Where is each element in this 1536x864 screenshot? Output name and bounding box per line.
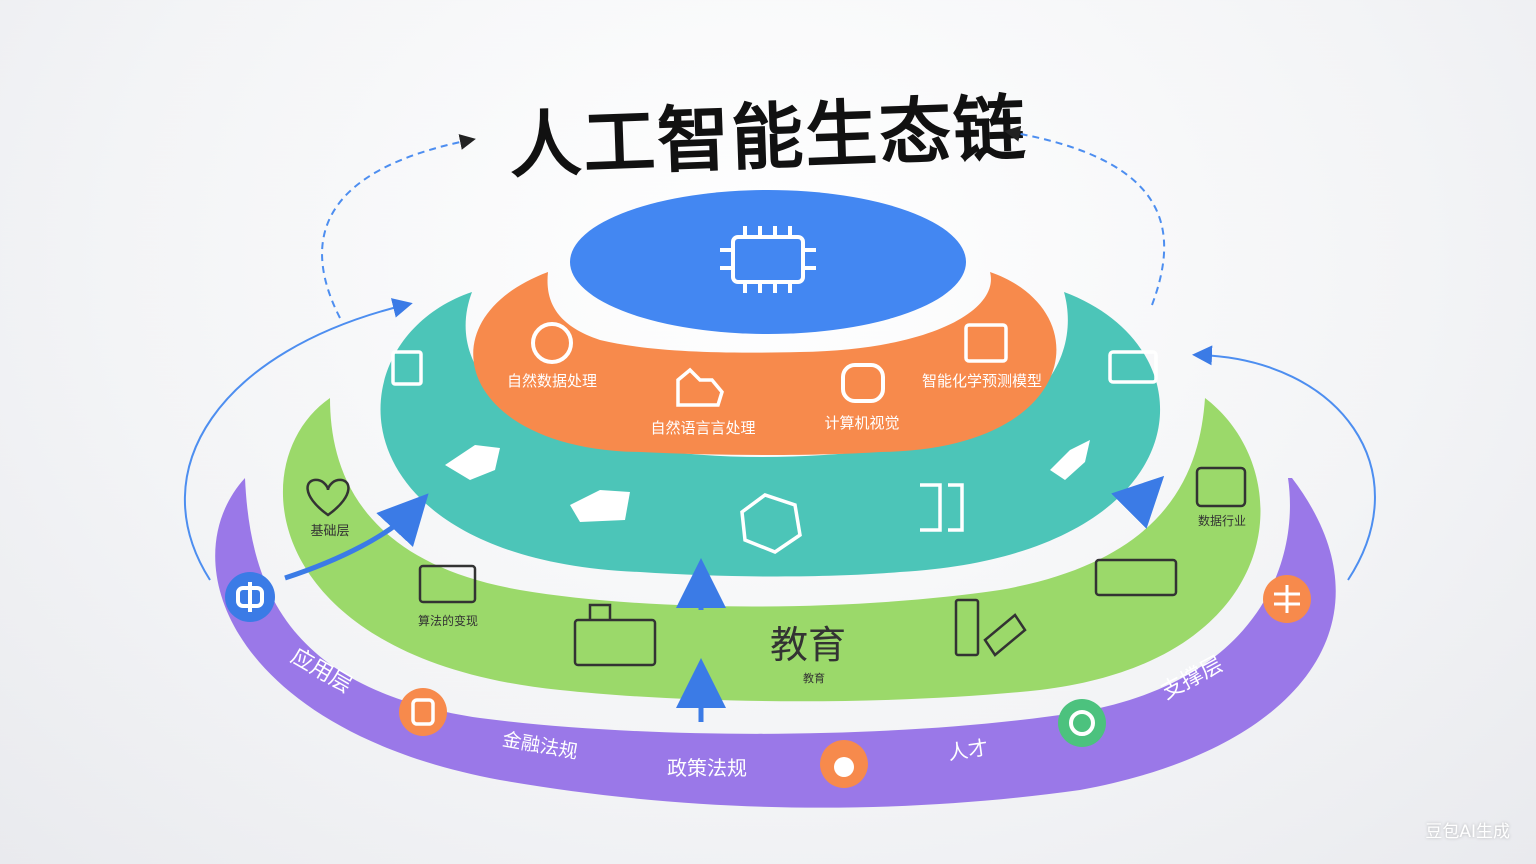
orange-ring <box>473 272 1057 455</box>
dashed-arrow-right <box>1004 125 1166 306</box>
svg-text:计算机视觉: 计算机视觉 <box>824 414 899 432</box>
computer-icon <box>418 564 477 604</box>
fintech-badge-icon <box>399 688 447 736</box>
hand-icon <box>676 367 724 407</box>
machine-icon <box>570 490 630 522</box>
box-icon <box>1195 466 1247 508</box>
green-item-computer: 算法的变现 <box>418 564 478 628</box>
green-item-base: 基础层 <box>306 478 350 539</box>
center-badge-icon <box>225 572 275 622</box>
heart-icon <box>306 478 350 517</box>
robot-hand-icon <box>445 445 500 480</box>
green-item-data: 数据行业 <box>1195 466 1247 528</box>
policy-badge-icon <box>820 740 868 788</box>
side-arrow-left <box>183 298 413 581</box>
svg-text:自然数据处理: 自然数据处理 <box>507 372 597 390</box>
diag-arrow-left <box>284 493 429 581</box>
side-arrow-right <box>1192 345 1376 581</box>
bank-icon <box>1094 558 1178 597</box>
green-item-education: 教育 教育 <box>770 623 846 685</box>
orange-item-4: 智能化学预测模型 <box>922 323 1042 390</box>
svg-text:算法的变现: 算法的变现 <box>418 613 478 628</box>
svg-text:数据行业: 数据行业 <box>1198 513 1246 528</box>
orange-item-2: 自然语言言处理 <box>650 367 756 437</box>
server-icon <box>964 323 1008 363</box>
svg-text:自然语言言处理: 自然语言言处理 <box>650 419 755 437</box>
chip-icon <box>391 350 423 386</box>
bracket-icon <box>920 483 964 532</box>
svg-text:教育: 教育 <box>770 623 846 667</box>
svg-text:基础层: 基础层 <box>310 524 349 539</box>
rocket-icon <box>1050 440 1090 480</box>
camera-icon <box>841 363 885 403</box>
orange-item-3: 计算机视觉 <box>824 363 900 432</box>
factory-icon <box>573 603 657 667</box>
orange-item-1: 自然数据处理 <box>507 322 597 390</box>
svg-text:教育: 教育 <box>803 671 825 685</box>
gavel-icon <box>954 598 1027 657</box>
label-talent: 人才 <box>947 735 990 764</box>
dashed-arrow-left <box>321 134 476 319</box>
monitor-icon <box>1108 350 1158 384</box>
diag-arrow-right <box>1111 475 1165 529</box>
puzzle-icon <box>740 493 802 554</box>
support-badge-icon <box>1263 575 1311 623</box>
label-policy: 政策法规 <box>667 756 747 780</box>
core-disc <box>570 190 966 334</box>
watermark: 豆包AI生成 <box>1425 822 1510 842</box>
talent-badge-icon <box>1058 699 1106 747</box>
document-icon <box>531 322 573 364</box>
green-ring <box>282 398 1261 702</box>
teal-icons <box>391 350 1158 554</box>
svg-text:智能化学预测模型: 智能化学预测模型 <box>922 372 1042 390</box>
chip-icon <box>720 226 816 293</box>
purple-ring <box>215 478 1336 808</box>
